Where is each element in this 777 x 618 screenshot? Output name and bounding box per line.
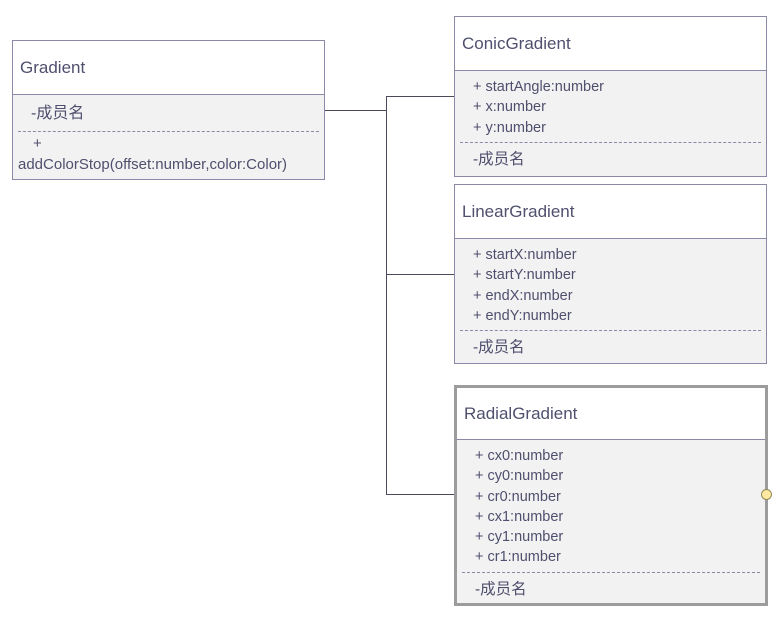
attribute-row[interactable]: + cx0:number [475,448,564,464]
class-conic-gradient-name[interactable]: ConicGradient [455,17,766,71]
class-linear-gradient-attributes[interactable]: + startX:number + startY:number + endX:n… [455,239,766,326]
attribute-row[interactable]: + endX:number [473,287,573,304]
attribute-row[interactable]: + cx1:number [475,508,564,525]
class-gradient-attributes[interactable]: -成员名 [13,95,324,123]
operation-prefix[interactable]: + [33,135,42,152]
attribute-row[interactable]: + startY:number [473,267,576,284]
class-radial-gradient-name[interactable]: RadialGradient [457,388,765,440]
operation-signature[interactable]: addColorStop(offset:number,color:Color) [18,155,288,173]
attribute-row[interactable]: + startX:number [473,247,577,263]
attribute-row[interactable]: + cr0:number [475,488,561,505]
class-radial-gradient-attributes[interactable]: + cx0:number + cy0:number + cr0:number +… [457,440,765,568]
attribute-row[interactable]: + cr1:number [475,549,561,566]
class-linear-gradient-operation[interactable]: -成员名 [473,339,525,357]
attribute-row[interactable]: + x:number [473,99,546,116]
class-gradient-attribute[interactable]: -成员名 [31,105,85,122]
class-radial-gradient[interactable]: RadialGradient + cx0:number + cy0:number… [454,385,768,606]
class-radial-gradient-operation[interactable]: -成员名 [475,580,527,598]
class-conic-gradient-operation[interactable]: -成员名 [473,150,525,168]
compartment-separator [460,330,761,332]
resize-handle-icon[interactable] [761,489,772,500]
attribute-row[interactable]: + cy0:number [475,468,564,485]
class-gradient-name[interactable]: Gradient [13,41,324,95]
class-linear-gradient-name[interactable]: LinearGradient [455,185,766,239]
class-gradient[interactable]: Gradient -成员名 + addColorStop(offset:numb… [12,40,325,180]
class-conic-gradient[interactable]: ConicGradient + startAngle:number + x:nu… [454,16,767,177]
attribute-row[interactable]: + cy1:number [475,529,564,546]
class-linear-gradient[interactable]: LinearGradient + startX:number + startY:… [454,184,767,364]
attribute-row[interactable]: + startAngle:number [473,79,604,95]
compartment-separator [460,141,761,143]
attribute-row[interactable]: + endY:number [473,307,572,324]
compartment-separator [18,131,319,132]
class-gradient-operations[interactable]: + addColorStop(offset:number,color:Color… [13,132,324,175]
attribute-row[interactable]: + y:number [473,119,546,136]
compartment-separator [462,571,760,573]
class-conic-gradient-attributes[interactable]: + startAngle:number + x:number + y:numbe… [455,71,766,138]
